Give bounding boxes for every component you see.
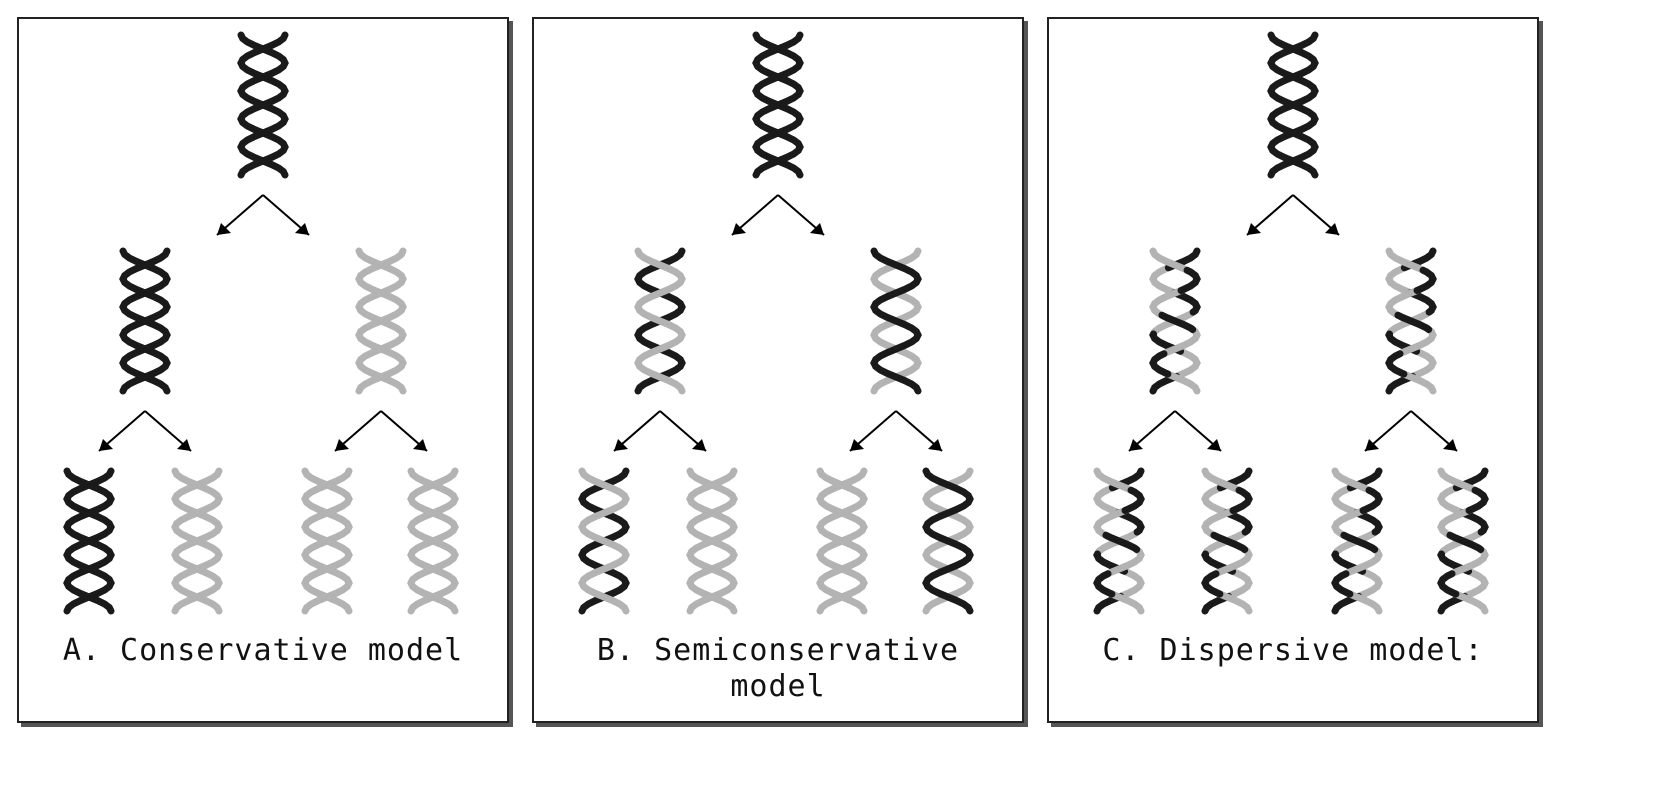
arrowhead-icon (810, 223, 824, 235)
gen2-dna-4 (407, 467, 459, 615)
arrowhead-icon (1443, 439, 1457, 451)
arrowhead-icon (335, 439, 349, 451)
caption-dispersive: C. Dispersive model: (1102, 633, 1484, 668)
gen1-dna-right (355, 247, 407, 395)
gen1-dna-left (634, 247, 686, 395)
gen2-dna-3 (816, 467, 868, 615)
strand-dark-segment (1385, 247, 1437, 395)
strand-light (407, 467, 459, 615)
strand-dark-segment (1093, 467, 1145, 615)
gen2-dna-2 (686, 467, 738, 615)
gen2-dna-4 (1437, 467, 1489, 615)
strand-dark-segment (1149, 247, 1201, 395)
gen2-dna-3 (1331, 467, 1383, 615)
arrowhead-icon (1129, 439, 1143, 451)
gen2-dna-2 (171, 467, 223, 615)
arrows-gen2-right (334, 410, 428, 452)
arrows-gen1 (731, 194, 825, 236)
arrowhead-icon (177, 439, 191, 451)
gen2-dna-1 (63, 467, 115, 615)
arrowhead-icon (692, 439, 706, 451)
panel-semiconservative: B. Semiconservative model (532, 17, 1024, 723)
diagram-dispersive (1093, 31, 1489, 615)
arrows-gen2-left (98, 410, 192, 452)
strand-light (634, 247, 686, 395)
parent-dna (752, 31, 804, 179)
gen1-dna-left (1149, 247, 1201, 395)
arrows-gen2-left (1128, 410, 1222, 452)
arrowhead-icon (614, 439, 628, 451)
arrowhead-icon (732, 223, 746, 235)
arrowhead-icon (217, 223, 231, 235)
arrowhead-icon (850, 439, 864, 451)
strand-light (301, 467, 353, 615)
arrowhead-icon (1207, 439, 1221, 451)
arrowhead-icon (413, 439, 427, 451)
strand-dark-segment (1331, 467, 1383, 615)
arrowhead-icon (99, 439, 113, 451)
panel-dispersive: C. Dispersive model: (1047, 17, 1539, 723)
strand-dark (1267, 31, 1319, 179)
arrows-gen2-right (1364, 410, 1458, 452)
strand-dark (63, 467, 115, 615)
caption-semiconservative: B. Semiconservative model (596, 633, 960, 704)
arrows-gen1 (1246, 194, 1340, 236)
strand-dark-segment (1201, 467, 1253, 615)
strand-light (171, 467, 223, 615)
parent-dna (1267, 31, 1319, 179)
strand-dark (922, 467, 974, 615)
gen1-dna-right (1385, 247, 1437, 395)
arrows-gen1 (216, 194, 310, 236)
strand-dark (870, 247, 922, 395)
gen2-dna-4 (922, 467, 974, 615)
arrowhead-icon (295, 223, 309, 235)
strand-light (578, 467, 630, 615)
gen2-dna-3 (301, 467, 353, 615)
arrows-gen2-right (849, 410, 943, 452)
caption-conservative: A. Conservative model (62, 633, 464, 668)
arrowhead-icon (1247, 223, 1261, 235)
arrows-gen2-left (613, 410, 707, 452)
parent-dna (237, 31, 289, 179)
gen1-dna-right (870, 247, 922, 395)
gen2-dna-1 (578, 467, 630, 615)
panel-conservative: A. Conservative model (17, 17, 509, 723)
arrowhead-icon (1325, 223, 1339, 235)
diagram-conservative (63, 31, 459, 615)
strand-light (816, 467, 868, 615)
arrowhead-icon (928, 439, 942, 451)
gen1-dna-left (119, 247, 171, 395)
gen2-dna-1 (1093, 467, 1145, 615)
gen2-dna-2 (1201, 467, 1253, 615)
strand-dark (119, 247, 171, 395)
strand-dark (752, 31, 804, 179)
arrowhead-icon (1365, 439, 1379, 451)
diagram-semiconservative (578, 31, 974, 615)
strand-light (355, 247, 407, 395)
strand-light (686, 467, 738, 615)
strand-dark (237, 31, 289, 179)
strand-dark-segment (1437, 467, 1489, 615)
